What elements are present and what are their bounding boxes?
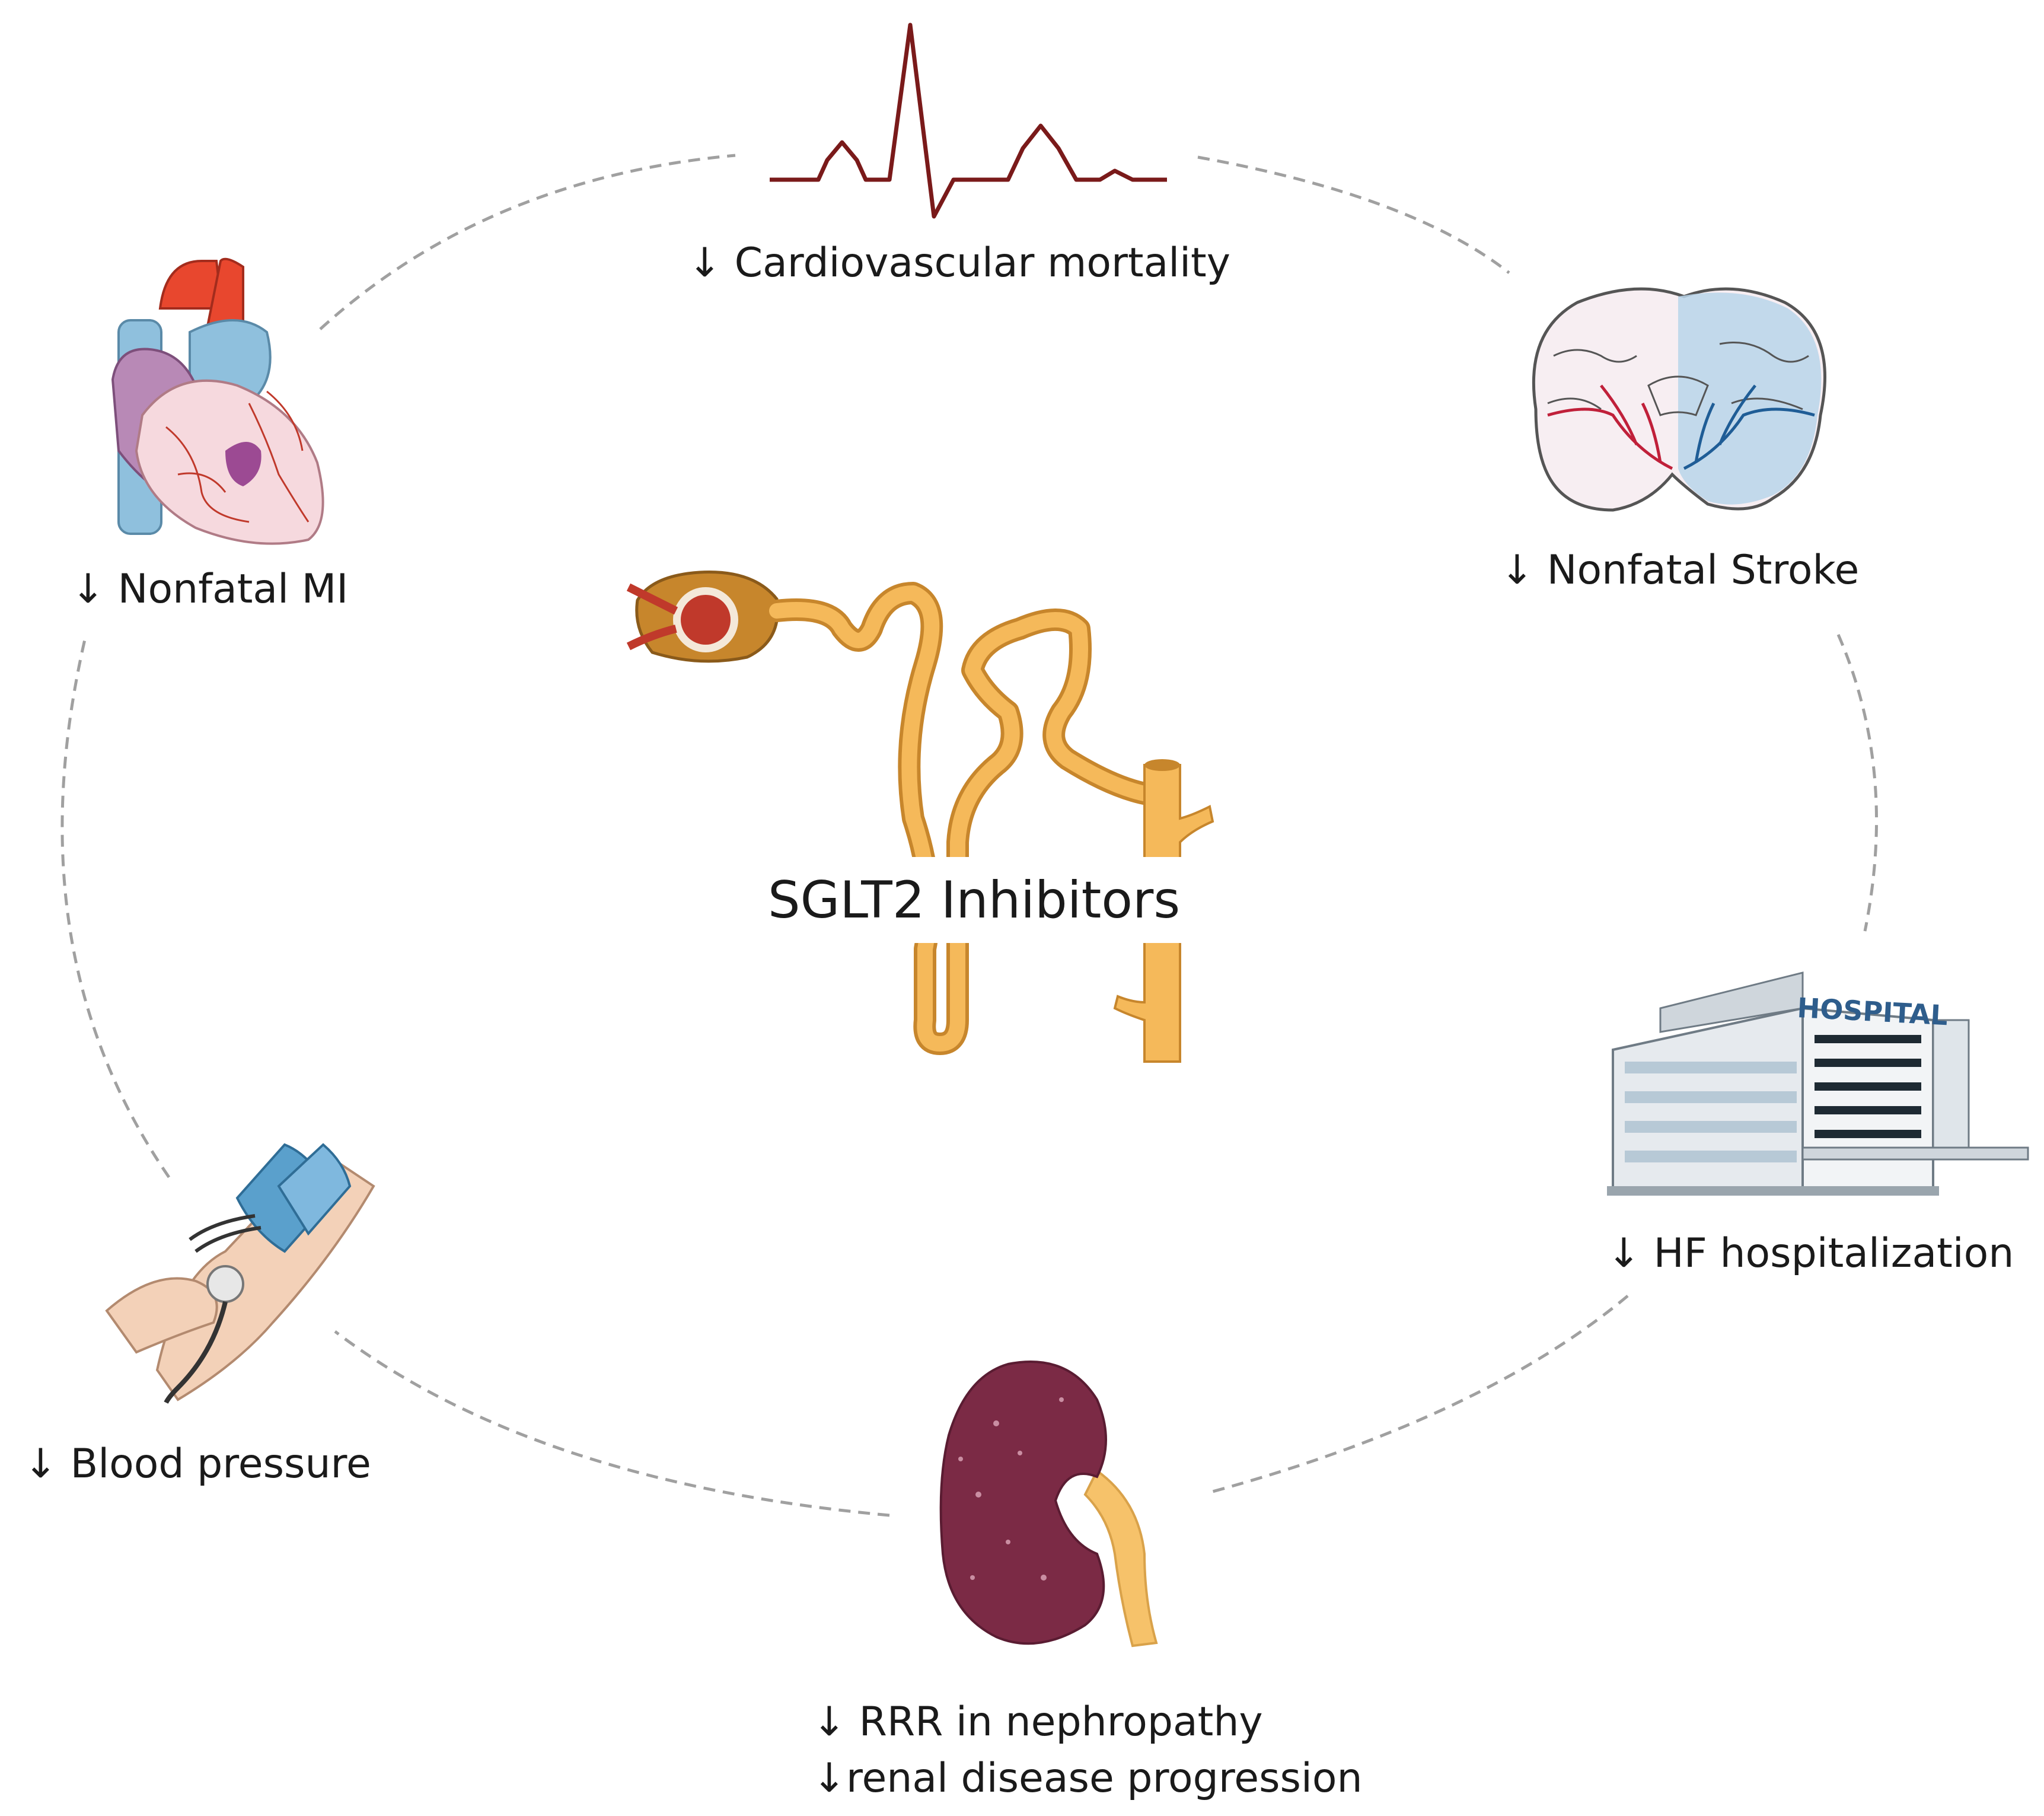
blood-pressure-cuff-icon [105, 1143, 375, 1404]
hospital-icon: HOSPITAL [1607, 971, 2029, 1196]
label-nonfatal-mi: ↓ Nonfatal MI [71, 566, 349, 613]
heart-icon [111, 257, 324, 545]
hospital-sign: HOSPITAL [1796, 992, 1949, 1031]
label-blood-pressure: ↓ Blood pressure [24, 1441, 371, 1487]
center-title: SGLT2 Inhibitors [768, 871, 1181, 930]
kidney-icon [939, 1361, 1158, 1648]
nephron-icon [626, 571, 1214, 1063]
label-cardiovascular-mortality: ↓ Cardiovascular mortality [688, 240, 1230, 286]
label-nonfatal-stroke: ↓ Nonfatal Stroke [1500, 547, 1860, 594]
ecg-icon [770, 23, 1167, 219]
label-rrr-nephropathy: ↓ RRR in nephropathy [812, 1699, 1263, 1745]
label-hf-hospitalization: ↓ HF hospitalization [1607, 1230, 2014, 1277]
brain-icon [1532, 287, 1826, 512]
label-renal-disease-progression: ↓renal disease progression [812, 1755, 1363, 1802]
dashed-cycle-connector [60, 154, 1879, 1517]
